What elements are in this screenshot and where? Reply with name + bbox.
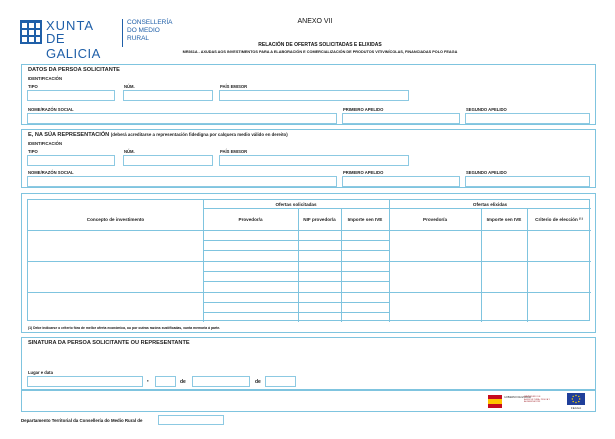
col-criterion-header: Criterio de elección ⁽¹⁾	[535, 217, 583, 222]
month-field[interactable]	[192, 376, 250, 387]
place-field[interactable]	[27, 376, 143, 387]
rep-country-label: PAÍS EMISOR	[220, 149, 248, 154]
rep-type-label: TIPO	[28, 149, 38, 154]
rep-country-field[interactable]	[219, 155, 409, 166]
page-title: RELACIÓN DE OFERTAS SOLICITADAS E ELIXID…	[258, 42, 382, 48]
spain-coat-icon	[488, 395, 502, 408]
logos-band: GOBIERNO DE ESPAÑA MINISTERIO DE AGRICUL…	[21, 390, 596, 412]
place-date-label: Lugar e data	[28, 370, 53, 375]
table-col-divider	[389, 200, 390, 322]
rep-surname2-field[interactable]	[465, 176, 590, 187]
day-field[interactable]	[155, 376, 176, 387]
year-field[interactable]	[265, 376, 296, 387]
department-field[interactable]	[158, 415, 224, 425]
applicant-identification-label: IDENTIFICACIÓN	[28, 76, 62, 81]
table-subrow-divider	[203, 281, 390, 282]
eu-logo: FEAGA	[565, 393, 587, 411]
applicant-country-label: PAÍS EMISOR	[220, 84, 248, 89]
ministry-subname: MINISTERIO DE AGRICULTURA, PESCA Y ALIME…	[524, 396, 551, 404]
applicant-number-field[interactable]	[123, 90, 213, 101]
applicant-name-label: NOME/RAZÓN SOCIAL	[28, 107, 74, 112]
table-row-divider	[28, 292, 591, 293]
dept-separator	[122, 19, 123, 47]
table-subrow-divider	[203, 271, 390, 272]
applicant-country-field[interactable]	[219, 90, 409, 101]
group-requested-header: Ofertas solicitadas	[275, 201, 317, 207]
annex-title: ANEXO VII	[297, 18, 333, 25]
table-row-divider	[28, 261, 591, 262]
table-col-divider	[298, 208, 299, 322]
col-amount2-header: Importe sen IVE	[486, 217, 522, 222]
of-label-2: de	[255, 379, 261, 385]
rep-number-label: NÚM.	[124, 149, 135, 154]
offers-table: Concepto de investimento Ofertas solicit…	[27, 199, 591, 322]
rep-surname2-label: SEGUNDO APELIDO	[466, 170, 507, 175]
table-subrow-divider	[203, 302, 390, 303]
rep-type-field[interactable]	[27, 155, 115, 166]
rep-identification-label: IDENTIFICACIÓN	[28, 141, 62, 146]
table-subrow-divider	[203, 312, 390, 313]
signature-section-title: SINATURA DA PERSOA SOLICITANTE OU REPRES…	[28, 340, 190, 346]
rep-surname1-label: PRIMEIRO APELIDO	[343, 170, 384, 175]
spain-government-logo: GOBIERNO DE ESPAÑA MINISTERIO DE AGRICUL…	[488, 394, 552, 409]
table-subrow-divider	[203, 240, 390, 241]
col-investment-header: Concepto de investimento	[86, 217, 145, 222]
rep-number-field[interactable]	[123, 155, 213, 166]
xunta-emblem-icon	[20, 20, 42, 44]
offers-section: Concepto de investimento Ofertas solicit…	[21, 193, 596, 333]
applicant-type-field[interactable]	[27, 90, 115, 101]
representative-title-note: (deberá acreditarse a representación fid…	[110, 132, 288, 137]
comma-label: ,	[147, 377, 149, 383]
applicant-name-field[interactable]	[27, 113, 337, 124]
table-col-divider	[341, 208, 342, 322]
eu-flag-icon	[567, 393, 585, 405]
logo-line1: XUNTA	[46, 18, 95, 33]
applicant-surname1-label: PRIMEIRO APELIDO	[343, 107, 384, 112]
eu-label: FEAGA	[570, 406, 582, 410]
applicant-type-label: TIPO	[28, 84, 38, 89]
xunta-logo: XUNTA DE GALICIA	[20, 18, 120, 61]
dept-name: CONSELLERÍA DO MEDIO RURAL	[127, 19, 173, 43]
dept-line1: CONSELLERÍA	[127, 19, 173, 26]
rep-surname1-field[interactable]	[342, 176, 460, 187]
col-amount-header: Importe sen IVE	[347, 217, 383, 222]
applicant-surname2-field[interactable]	[465, 113, 590, 124]
dept-line2: DO MEDIO	[127, 27, 160, 34]
rep-name-label: NOME/RAZÓN SOCIAL	[28, 170, 74, 175]
applicant-section-title: DATOS DA PERSOA SOLICITANTE	[28, 67, 120, 73]
table-subrow-divider	[203, 250, 390, 251]
applicant-surname1-field[interactable]	[342, 113, 460, 124]
col-nif-header: NIF provedor/a	[303, 217, 336, 222]
applicant-surname2-label: SEGUNDO APELIDO	[466, 107, 507, 112]
col-provider2-header: Provedor/a	[423, 217, 447, 222]
table-group-divider	[203, 208, 591, 209]
of-label-1: de	[180, 379, 186, 385]
page-subtitle: MR361A - AXUDAS AOS INVESTIMENTOS PARA A…	[182, 50, 458, 54]
table-col-divider	[203, 200, 204, 322]
table-col-divider	[481, 208, 482, 322]
ministry-name: GOBIERNO DE ESPAÑA	[504, 396, 532, 399]
signature-section: SINATURA DA PERSOA SOLICITANTE OU REPRES…	[21, 337, 596, 390]
col-provider-header: Provedor/a	[238, 217, 263, 222]
representative-section-title: E, NA SÚA REPRESENTACIÓN (deberá acredit…	[28, 132, 288, 138]
representative-title-text: E, NA SÚA REPRESENTACIÓN	[28, 132, 110, 138]
table-col-divider	[527, 208, 528, 322]
group-chosen-header: Ofertas elixidas	[472, 201, 508, 207]
applicant-section: DATOS DA PERSOA SOLICITANTE IDENTIFICACI…	[21, 64, 596, 125]
representative-section: E, NA SÚA REPRESENTACIÓN (deberá acredit…	[21, 129, 596, 188]
table-footnote: (1) Debe indicarse o criterio fóra de me…	[28, 326, 221, 330]
applicant-number-label: NÚM.	[124, 84, 135, 89]
department-label: Departamento Territorial da Consellería …	[21, 418, 143, 423]
dept-line3: RURAL	[127, 35, 150, 42]
table-header-divider	[28, 230, 591, 231]
logo-line2: DE GALICIA	[46, 31, 101, 61]
rep-name-field[interactable]	[27, 176, 337, 187]
